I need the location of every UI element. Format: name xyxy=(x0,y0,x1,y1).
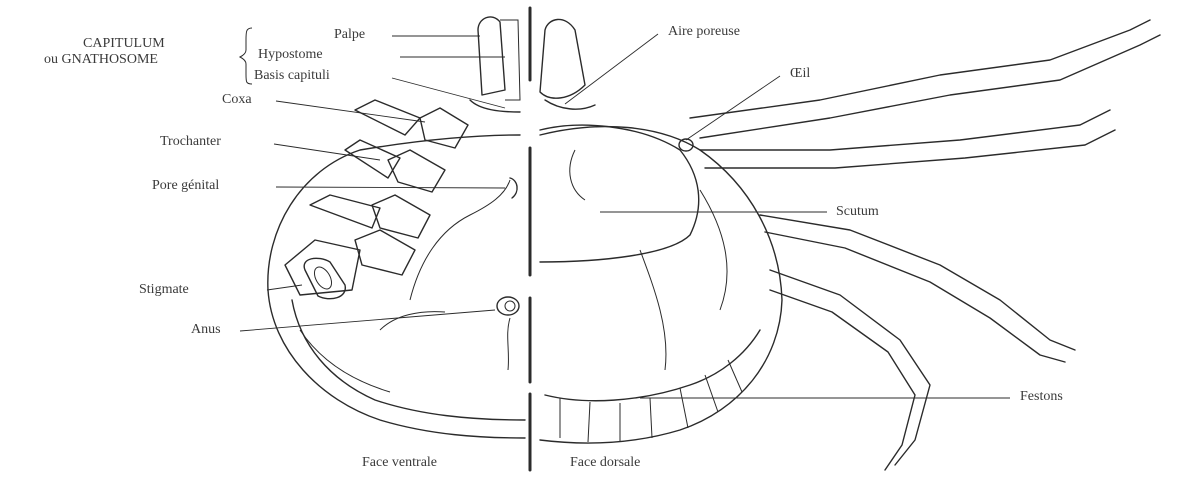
capitulum xyxy=(470,17,595,112)
ventral-body xyxy=(268,135,525,438)
label-palpe: Palpe xyxy=(334,27,365,43)
label-face-ventrale: Face ventrale xyxy=(362,455,437,471)
label-aire-poreuse: Aire poreuse xyxy=(668,24,740,40)
dorsal-body xyxy=(540,125,782,443)
label-stigmate: Stigmate xyxy=(139,282,189,298)
capitulum-brace xyxy=(240,28,252,84)
label-scutum: Scutum xyxy=(836,204,879,220)
label-coxa: Coxa xyxy=(222,92,252,108)
label-oeil: Œil xyxy=(790,66,810,82)
label-pore-genital: Pore génital xyxy=(152,178,219,194)
label-hypostome: Hypostome xyxy=(258,47,323,63)
capitulum-group-label-line1: CAPITULUM xyxy=(83,36,165,52)
label-trochanter: Trochanter xyxy=(160,134,221,150)
label-festons: Festons xyxy=(1020,389,1063,405)
ventral-legs xyxy=(285,100,468,299)
dorsal-legs xyxy=(690,20,1160,470)
label-basis-capituli: Basis capituli xyxy=(254,68,330,84)
label-face-dorsale: Face dorsale xyxy=(570,455,640,471)
label-anus: Anus xyxy=(191,322,221,338)
capitulum-group-label-line2: ou GNATHOSOME xyxy=(44,52,158,68)
leader-lines xyxy=(240,34,1010,398)
